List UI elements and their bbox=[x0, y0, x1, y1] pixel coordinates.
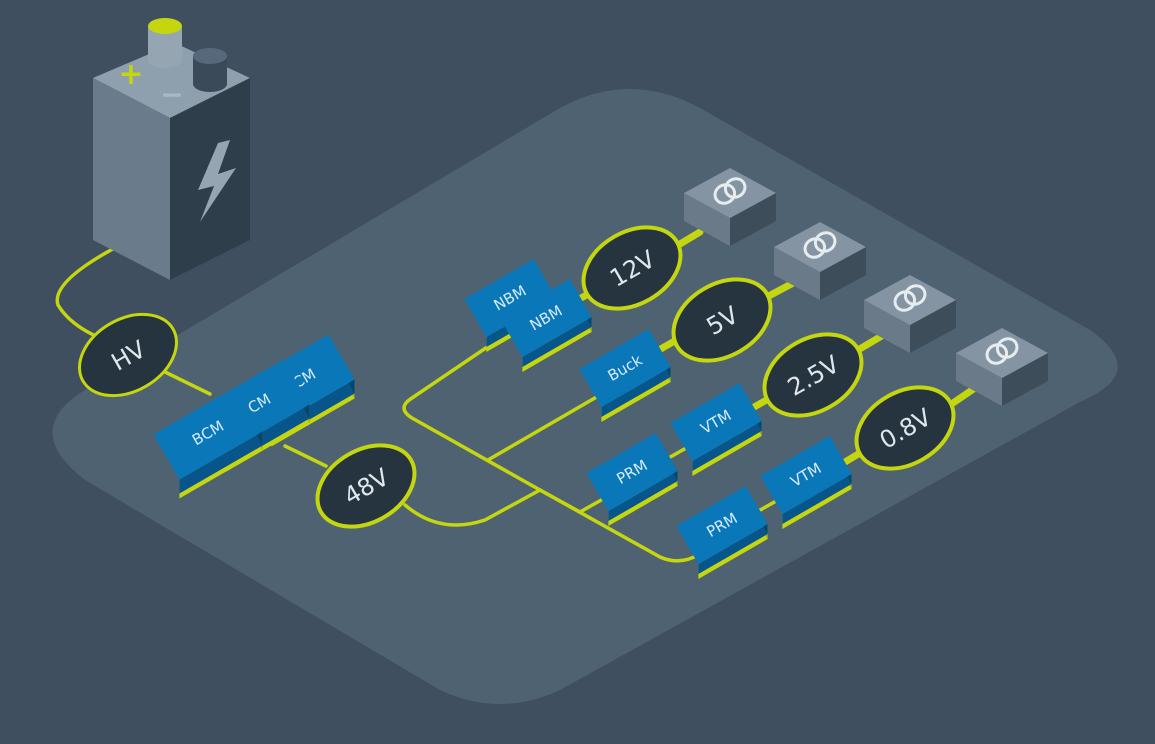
double-ring-icon bbox=[803, 231, 837, 259]
module-top-face bbox=[153, 386, 263, 480]
lightning-bolt-icon bbox=[198, 140, 236, 222]
module-top-face bbox=[500, 278, 592, 358]
battery-plus-symbol: + bbox=[118, 57, 143, 92]
voltage-node-0v8: 0.8V bbox=[854, 385, 956, 471]
double-ring-icon bbox=[893, 284, 927, 312]
battery-minus-symbol: − bbox=[160, 78, 183, 111]
wire-hv-bcm bbox=[163, 370, 212, 396]
module-front-face bbox=[692, 421, 762, 472]
battery: + − bbox=[93, 18, 250, 280]
load-box-4 bbox=[956, 328, 1048, 406]
module-front-face bbox=[782, 474, 852, 525]
battery-left-side bbox=[93, 78, 170, 280]
load-box-2 bbox=[774, 222, 866, 300]
module-top-face bbox=[676, 485, 768, 565]
voltage-node-48v: 48V bbox=[315, 443, 417, 529]
module-buck: Buck bbox=[579, 328, 671, 423]
wire-bus-nbm bbox=[402, 333, 542, 492]
module-top-face bbox=[670, 382, 762, 462]
wire-48v-bus bbox=[403, 488, 542, 527]
module-top-face bbox=[760, 435, 852, 515]
battery-plus-terminal bbox=[148, 18, 182, 68]
wire-bus-buck bbox=[486, 393, 602, 462]
module-vtm-2: VTM bbox=[760, 435, 852, 530]
module-top-face bbox=[464, 258, 556, 338]
wire-battery-hv bbox=[55, 238, 132, 340]
module-nbm-2: NBM bbox=[500, 278, 592, 373]
wire-0v8-load4 bbox=[946, 384, 979, 409]
double-ring-icon bbox=[985, 337, 1019, 365]
wire-5v-load2 bbox=[761, 278, 799, 302]
voltage-node-12v: 12V bbox=[581, 225, 683, 311]
voltage-node-5v: 5V bbox=[671, 277, 773, 363]
module-prm-2: PRM bbox=[676, 485, 768, 580]
module-bcm-1: BCM bbox=[153, 386, 263, 499]
battery-minus-terminal bbox=[193, 48, 227, 92]
module-top-face bbox=[579, 328, 671, 408]
module-front-face bbox=[522, 317, 592, 368]
module-front-face bbox=[698, 524, 768, 575]
module-front-face bbox=[601, 367, 671, 418]
load-box-1 bbox=[684, 168, 776, 246]
loads bbox=[684, 168, 1048, 406]
module-front-face bbox=[608, 471, 678, 522]
double-ring-icon bbox=[713, 177, 747, 205]
module-top-face bbox=[586, 432, 678, 512]
voltage-node-2v5: 2.5V bbox=[762, 332, 864, 418]
module-prm-1: PRM bbox=[586, 432, 678, 527]
module-front-face bbox=[179, 431, 263, 494]
wire-bcm-48v bbox=[283, 444, 328, 468]
voltage-nodes: HV 48V 12V 5V 2.5V 0.8V bbox=[78, 225, 956, 529]
module-vtm-1: VTM bbox=[670, 382, 762, 477]
voltage-node-hv: HV bbox=[78, 312, 178, 398]
load-box-3 bbox=[864, 275, 956, 353]
